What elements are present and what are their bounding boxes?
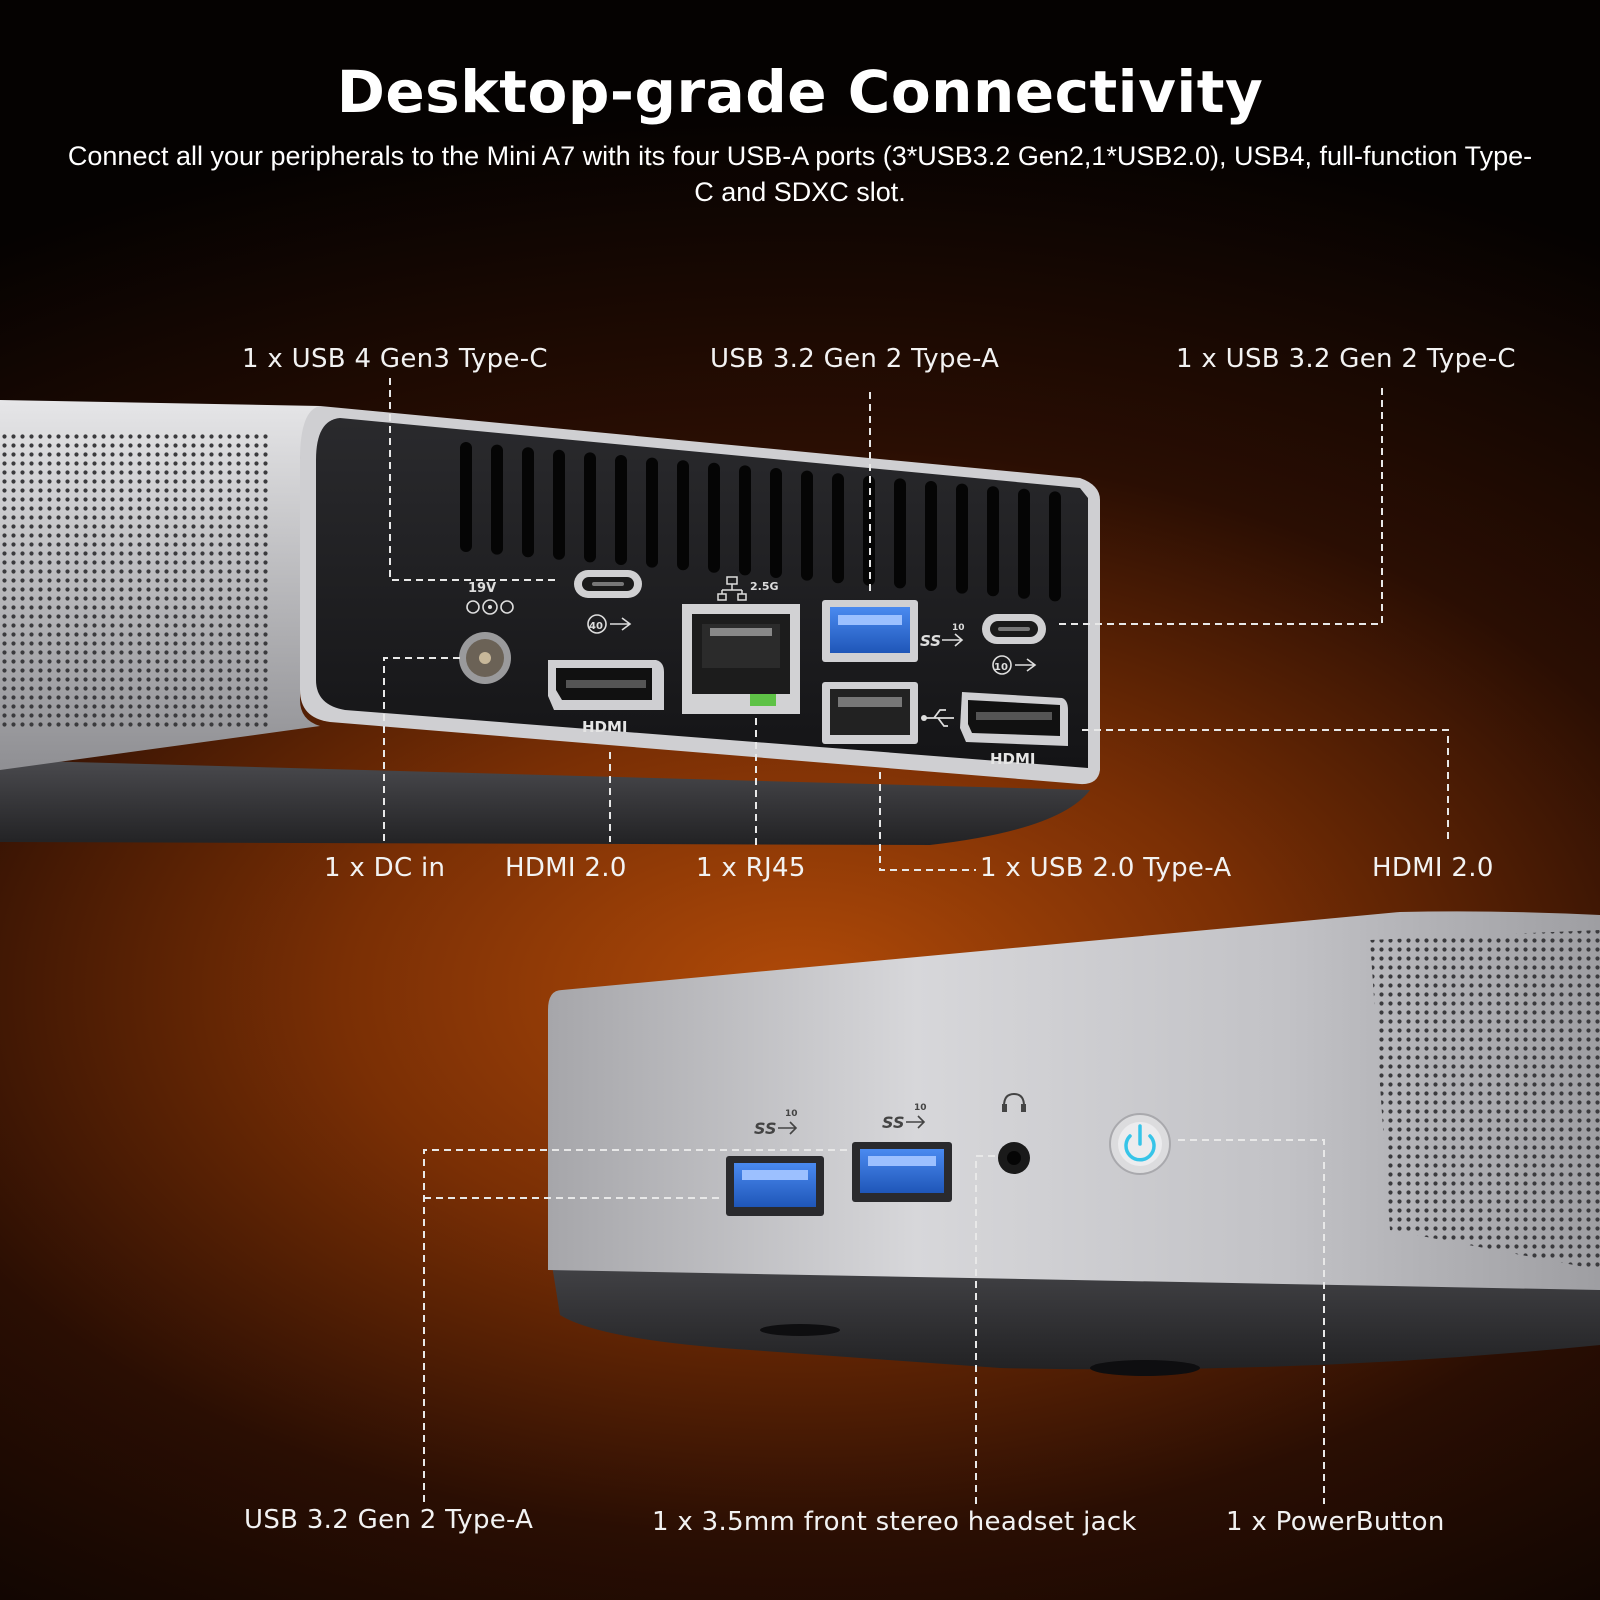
- ss-speed-marking-rear: 10: [952, 623, 965, 633]
- lan-speed-marking: 2.5G: [750, 580, 779, 593]
- ss-marking-rear: SS: [920, 632, 941, 650]
- leader-usb20: [879, 772, 976, 871]
- label-hdmi-left: HDMI 2.0: [505, 853, 627, 883]
- vent-slot: [646, 457, 658, 568]
- usb32-typec-port[interactable]: [982, 614, 1046, 644]
- headset-icon: [1002, 1092, 1026, 1112]
- ss-usb-icon-front-1: SS 10: [754, 1109, 798, 1138]
- label-usb4-typec: 1 x USB 4 Gen3 Type-C: [242, 344, 548, 374]
- rj45-port[interactable]: [682, 604, 800, 714]
- headset-jack[interactable]: [998, 1142, 1030, 1174]
- rear-unit: 19V 40 HDMI: [0, 400, 1100, 845]
- leader-usb4: [389, 378, 560, 581]
- power-button[interactable]: [1109, 1113, 1171, 1175]
- leader-usb32c: [1056, 388, 1383, 625]
- ss-marking-front-2: SS: [882, 1113, 904, 1132]
- vent-slot: [615, 455, 627, 565]
- usb32-typea-port-front-2[interactable]: [852, 1142, 952, 1202]
- label-hdmi-right: HDMI 2.0: [1372, 853, 1494, 883]
- vent-slot: [894, 478, 906, 589]
- vent-slot: [460, 442, 472, 552]
- page-subtitle: Connect all your peripherals to the Mini…: [67, 141, 1533, 207]
- leader-power: [1178, 1139, 1325, 1504]
- usb-icon: 40: [587, 614, 632, 634]
- ethernet-icon: [717, 576, 747, 601]
- label-usb20-typea: 1 x USB 2.0 Type-A: [980, 853, 1232, 883]
- leader-dcin: [383, 657, 460, 842]
- label-rj45: 1 x RJ45: [696, 853, 806, 883]
- label-power-button: 1 x PowerButton: [1226, 1507, 1445, 1537]
- leader-audio: [975, 1155, 996, 1504]
- ss-speed-marking-front-2: 10: [914, 1103, 927, 1113]
- vent-slot: [584, 452, 596, 563]
- rear-vents: [460, 442, 1061, 602]
- vent-slot: [801, 470, 813, 581]
- vent-slot: [925, 481, 937, 591]
- vent-slot: [1049, 491, 1061, 602]
- vent-slot: [956, 483, 968, 594]
- usb-trident-icon: [921, 709, 954, 727]
- ss-marking-front-1: SS: [754, 1119, 776, 1138]
- label-usb32-typea-rear: USB 3.2 Gen 2 Type-A: [710, 344, 1000, 374]
- usb4-speed-marking: 40: [589, 621, 603, 632]
- usb32-typea-port-rear[interactable]: [822, 600, 918, 662]
- vent-slot: [677, 460, 689, 571]
- vent-slot: [491, 444, 503, 555]
- label-usb32-typea-front: USB 3.2 Gen 2 Type-A: [244, 1505, 534, 1535]
- leader-hdmi-right: [1082, 729, 1449, 842]
- label-usb32-typec: 1 x USB 3.2 Gen 2 Type-C: [1176, 344, 1516, 374]
- front-foot-left: [760, 1324, 840, 1336]
- typec-usb-icon: 10: [992, 655, 1037, 675]
- vent-slot: [708, 462, 720, 573]
- rear-side-mesh: [0, 430, 270, 730]
- rear-base: [0, 760, 1090, 845]
- hdmi-marking-left: HDMI: [582, 718, 628, 736]
- typec-speed-marking: 10: [994, 662, 1008, 673]
- ss-speed-marking-front-1: 10: [785, 1109, 798, 1119]
- label-dc-in: 1 x DC in: [324, 853, 446, 883]
- dc-in-port[interactable]: [459, 632, 511, 684]
- ss-usb-icon-front-2: SS 10: [882, 1103, 927, 1132]
- ss-usb-icon-rear: SS 10: [920, 623, 965, 650]
- front-side-mesh: [1370, 930, 1600, 1270]
- vent-slot: [739, 465, 751, 576]
- vent-slot: [522, 447, 534, 558]
- dc-voltage-marking: 19V: [468, 581, 496, 596]
- label-headset-jack: 1 x 3.5mm front stereo headset jack: [652, 1507, 1137, 1537]
- dc-polarity-icon: [466, 599, 514, 615]
- vent-slot: [987, 486, 999, 597]
- front-unit: SS 10 SS 10: [548, 911, 1600, 1376]
- usb20-typea-port[interactable]: [822, 682, 918, 744]
- usb4-typec-port[interactable]: [574, 570, 642, 598]
- vent-slot: [553, 449, 565, 560]
- hdmi-port-left[interactable]: [548, 660, 664, 710]
- hdmi-marking-right: HDMI: [990, 750, 1036, 768]
- power-icon: [1124, 1124, 1156, 1162]
- leader-lines: [383, 378, 1449, 1504]
- vent-slot: [1018, 488, 1030, 599]
- hdmi-port-right[interactable]: [960, 692, 1068, 746]
- front-foot: [1090, 1360, 1200, 1376]
- leader-usb32a-front-1: [423, 1149, 850, 1502]
- vent-slot: [770, 468, 782, 578]
- usb32-typea-port-front-1[interactable]: [726, 1156, 824, 1216]
- vent-slot: [832, 473, 844, 584]
- page-title: Desktop-grade Connectivity: [336, 58, 1264, 126]
